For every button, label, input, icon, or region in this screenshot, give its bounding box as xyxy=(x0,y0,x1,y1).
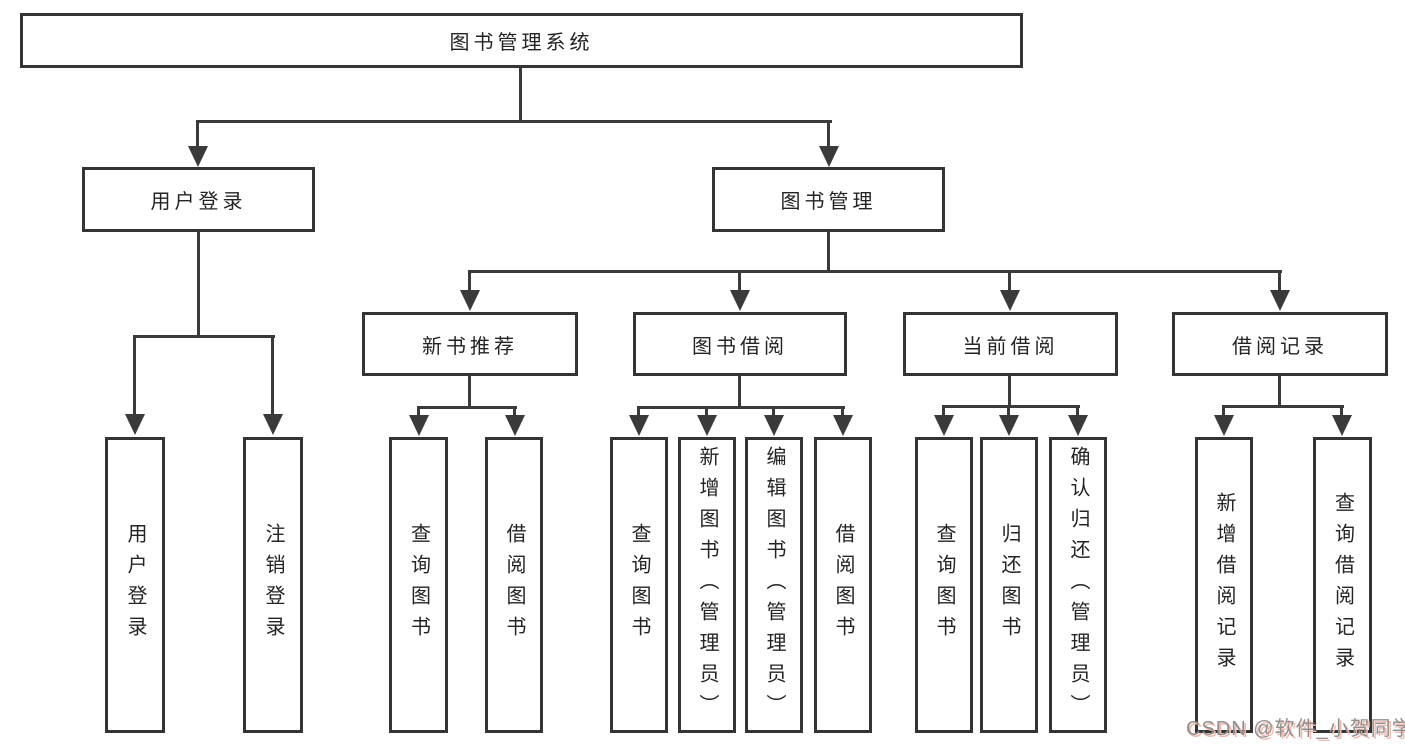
arrow-down-icon xyxy=(819,146,839,167)
arrow-down-icon xyxy=(1270,290,1290,311)
node-box-book-mgmt: 图书管理 xyxy=(712,167,945,232)
connector-branch xyxy=(417,406,420,418)
arrow-down-icon xyxy=(505,415,525,436)
node-box-library-system: 图书管理系统 xyxy=(20,13,1023,68)
node-box-book-borrow: 图书借阅 xyxy=(633,312,847,376)
connector-crossbar xyxy=(417,406,517,409)
leaf-label: 借阅图书 xyxy=(503,523,525,647)
connector-user-login-stem xyxy=(197,231,200,335)
connector-crossbar xyxy=(637,406,845,409)
node-label-user-login: 用户登录 xyxy=(150,191,247,213)
connector-branch xyxy=(705,406,708,418)
node-box-borrow-records: 借阅记录 xyxy=(1172,312,1388,376)
arrow-down-icon xyxy=(263,414,283,435)
arrow-down-icon xyxy=(629,415,649,436)
arrow-down-icon xyxy=(1068,415,1088,436)
arrow-down-icon xyxy=(1214,415,1234,436)
connector-stem xyxy=(738,375,741,409)
leaf-box-return-books: 归还图书 xyxy=(980,437,1038,733)
arrow-down-icon xyxy=(1000,290,1020,311)
node-box-user-login: 用户登录 xyxy=(82,167,315,232)
node-label-book-mgmt: 图书管理 xyxy=(780,191,877,213)
connector-user-login-crossbar xyxy=(133,335,275,338)
leaf-label: 查询图书 xyxy=(933,523,955,647)
connector-branch xyxy=(1340,405,1343,418)
connector-branch xyxy=(513,406,516,418)
node-box-current-borrow: 当前借阅 xyxy=(903,312,1118,376)
connector-stem xyxy=(1008,375,1011,408)
connector-branch xyxy=(1007,405,1010,418)
connector-branch xyxy=(637,406,640,418)
arrow-down-icon xyxy=(1332,415,1352,436)
leaf-box-borrow-books: 借阅图书 xyxy=(814,437,872,733)
leaf-label: 编辑图书（管理员） xyxy=(763,445,785,725)
arrow-down-icon xyxy=(999,415,1019,436)
connector-root-crossbar xyxy=(196,120,832,123)
leaf-label: 用户登录 xyxy=(124,523,146,647)
node-box-new-book-rec: 新书推荐 xyxy=(362,312,578,376)
connector-branch xyxy=(271,335,274,417)
connector-stem xyxy=(468,375,471,409)
node-label-new-book-rec: 新书推荐 xyxy=(422,335,518,358)
csdn-watermark: CSDN @软件_小贺同学 xyxy=(1186,718,1405,740)
leaf-box-query-books-current: 查询图书 xyxy=(915,437,973,733)
connector-book-mgmt-stem xyxy=(827,231,830,273)
leaf-box-add-books-admin: 新增图书（管理员） xyxy=(678,437,736,733)
node-label-book-borrow: 图书借阅 xyxy=(692,335,788,358)
node-label-current-borrow: 当前借阅 xyxy=(962,335,1059,358)
arrow-down-icon xyxy=(188,146,208,167)
leaf-box-logout: 注销登录 xyxy=(243,437,303,733)
arrow-down-icon xyxy=(460,290,480,311)
leaf-box-query-books-rec: 查询图书 xyxy=(389,437,448,733)
connector-branch-user-login xyxy=(196,120,199,148)
leaf-box-add-borrow-record: 新增借阅记录 xyxy=(1195,437,1253,733)
connector-branch xyxy=(841,406,844,418)
leaf-label: 注销登录 xyxy=(262,523,284,647)
connector-branch xyxy=(468,270,471,294)
leaf-label: 查询图书 xyxy=(628,523,650,647)
arrow-down-icon xyxy=(833,415,853,436)
node-label-borrow-records: 借阅记录 xyxy=(1232,335,1328,358)
arrow-down-icon xyxy=(125,414,145,435)
leaf-label: 查询借阅记录 xyxy=(1331,492,1354,678)
leaf-label: 归还图书 xyxy=(998,523,1020,647)
connector-branch xyxy=(133,335,136,417)
leaf-label: 新增借阅记录 xyxy=(1213,492,1235,678)
connector-branch xyxy=(1222,405,1225,418)
connector-stem xyxy=(1278,375,1281,408)
connector-branch xyxy=(738,270,741,294)
connector-branch xyxy=(1076,405,1079,418)
leaf-box-user-login: 用户登录 xyxy=(105,437,165,733)
node-label-library-system: 图书管理系统 xyxy=(449,32,594,54)
leaf-box-query-borrow-record: 查询借阅记录 xyxy=(1313,437,1372,733)
arrow-down-icon xyxy=(409,415,429,436)
leaf-box-edit-books-admin: 编辑图书（管理员） xyxy=(745,437,803,733)
leaf-label: 新增图书（管理员） xyxy=(696,445,718,725)
leaf-box-confirm-return-admin: 确认归还（管理员） xyxy=(1049,437,1107,733)
connector-branch xyxy=(1278,270,1281,294)
connector-book-mgmt-crossbar xyxy=(468,270,1282,273)
arrow-down-icon xyxy=(730,290,750,311)
connector-branch xyxy=(772,406,775,418)
connector-branch-book-mgmt xyxy=(827,120,830,148)
connector-branch xyxy=(1008,270,1011,294)
connector-branch xyxy=(942,405,945,418)
arrow-down-icon xyxy=(934,415,954,436)
leaf-label: 确认归还（管理员） xyxy=(1067,445,1089,725)
connector-crossbar xyxy=(1222,405,1344,408)
connector-root-stem xyxy=(519,68,522,120)
leaf-label: 借阅图书 xyxy=(832,523,854,647)
connector-crossbar xyxy=(942,405,1080,408)
arrow-down-icon xyxy=(697,415,717,436)
leaf-box-borrow-books-rec: 借阅图书 xyxy=(485,437,543,733)
leaf-box-query-books-borrow: 查询图书 xyxy=(610,437,668,733)
leaf-label: 查询图书 xyxy=(407,523,430,647)
arrow-down-icon xyxy=(764,415,784,436)
